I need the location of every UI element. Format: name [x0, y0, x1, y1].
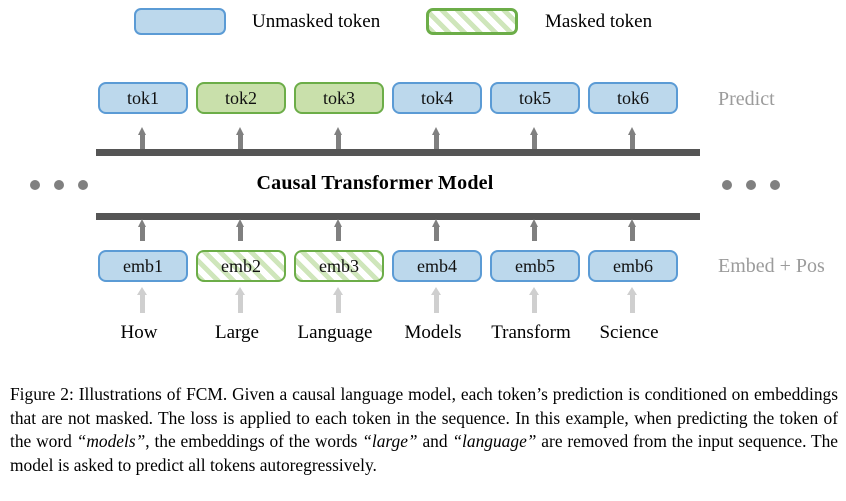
- token-box-3: tok3: [294, 82, 384, 114]
- embedding-box-2: emb2: [196, 250, 286, 282]
- caption-emphasis-language: “language”: [452, 431, 537, 452]
- embedding-box-6: emb6: [588, 250, 678, 282]
- token-box-5: tok5: [490, 82, 580, 114]
- predict-token-row: tok1 tok2 tok3 tok4 tok5 tok6: [0, 82, 846, 116]
- model-title-text: Causal Transformer Model: [256, 172, 494, 194]
- token-box-4: tok4: [392, 82, 482, 114]
- input-word-5: Transform: [491, 322, 571, 343]
- embedding-row: emb1 emb2 emb3 emb4 emb5 emb6: [0, 250, 846, 284]
- token-box-2: tok2: [196, 82, 286, 114]
- legend-label-masked: Masked token: [545, 11, 653, 32]
- legend-label-unmasked: Unmasked token: [252, 11, 381, 32]
- input-word-2: Large: [215, 322, 259, 343]
- input-word-3: Language: [297, 322, 373, 343]
- transformer-input-bar: [96, 213, 700, 220]
- embed-arrow-3-icon: [334, 219, 343, 241]
- model-title: Causal Transformer Model: [0, 172, 846, 195]
- right-ellipsis-icon: [722, 180, 780, 190]
- legend-swatch-masked-icon: [426, 8, 518, 35]
- predict-arrow-6-icon: [628, 127, 637, 149]
- input-arrow-5-icon: [529, 287, 540, 313]
- legend-swatch-unmasked-icon: [134, 8, 226, 35]
- input-arrow-2-icon: [235, 287, 246, 313]
- predict-arrow-4-icon: [432, 127, 441, 149]
- caption-emphasis-models: “models”: [76, 431, 146, 452]
- embed-arrow-2-icon: [236, 219, 245, 241]
- caption-emphasis-large: “large”: [362, 431, 418, 452]
- input-word-6: Science: [599, 322, 659, 343]
- transformer-output-bar: [96, 149, 700, 156]
- input-arrow-3-icon: [333, 287, 344, 313]
- embed-arrow-6-icon: [628, 219, 637, 241]
- embed-pos-side-label: Embed + Pos: [718, 255, 825, 277]
- embed-arrow-1-icon: [138, 219, 147, 241]
- input-arrow-6-icon: [627, 287, 638, 313]
- caption-part-1: Illustrations of FCM. Given a causal lan…: [10, 384, 838, 452]
- input-arrow-4-icon: [431, 287, 442, 313]
- caption-part-4: are removed from the input sequence. The…: [10, 431, 838, 475]
- predict-arrow-1-icon: [138, 127, 147, 149]
- predict-side-label: Predict: [718, 88, 775, 110]
- caption-figure-number: Figure 2:: [10, 384, 74, 404]
- input-word-4: Models: [404, 322, 462, 343]
- token-box-1: tok1: [98, 82, 188, 114]
- predict-arrow-5-icon: [530, 127, 539, 149]
- embedding-box-1: emb1: [98, 250, 188, 282]
- embed-arrow-4-icon: [432, 219, 441, 241]
- embedding-box-3: emb3: [294, 250, 384, 282]
- input-word-1: How: [120, 322, 158, 343]
- predict-arrow-2-icon: [236, 127, 245, 149]
- token-box-6: tok6: [588, 82, 678, 114]
- embedding-box-4: emb4: [392, 250, 482, 282]
- input-arrow-1-icon: [137, 287, 148, 313]
- predict-arrow-3-icon: [334, 127, 343, 149]
- caption-part-2: , the embeddings of the words: [145, 431, 363, 452]
- legend: Unmasked token Masked token: [0, 0, 846, 48]
- caption-part-3: and: [417, 431, 453, 452]
- left-ellipsis-icon: [30, 180, 88, 190]
- figure-caption: Figure 2: Illustrations of FCM. Given a …: [10, 383, 838, 477]
- embedding-box-5: emb5: [490, 250, 580, 282]
- embed-arrow-5-icon: [530, 219, 539, 241]
